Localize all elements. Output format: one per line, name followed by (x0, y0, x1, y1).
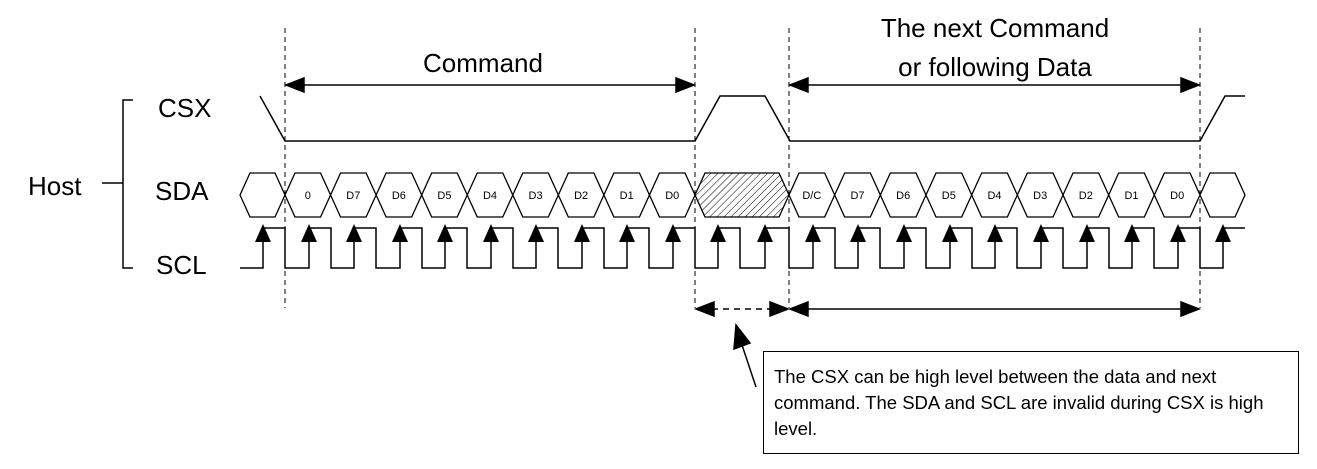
sda-command-bit-6-label: D2 (574, 190, 588, 202)
sda-command-bit-5-label: D3 (529, 190, 543, 202)
scl-rising-edge-arrow (346, 224, 362, 242)
next-title-line2: or following Data (898, 52, 1092, 82)
sda-next-bit-1-label: D7 (850, 190, 864, 202)
scl-rising-edge-arrow (987, 224, 1003, 242)
sda-next-bit-6-label: D2 (1079, 190, 1093, 202)
next-arrowhead-right (1180, 76, 1202, 94)
csx-label: CSX (158, 93, 211, 123)
scl-rising-edge-arrow (896, 224, 912, 242)
sda-next-bit-8-label: D0 (1170, 190, 1184, 202)
csx-waveform (259, 95, 1245, 142)
note-box: The CSX can be high level between the da… (763, 351, 1299, 454)
sda-command-bit-4-label: D4 (483, 190, 497, 202)
host-bracket (102, 99, 133, 269)
scl-rising-edge-arrow (942, 224, 958, 242)
next-arrowhead-left (787, 76, 809, 94)
gap-arrowhead-left (693, 300, 715, 318)
sda-command-bit-1-label: D7 (346, 190, 360, 202)
scl-rising-edge-arrow (1079, 224, 1095, 242)
sda-next-bit-2-label: D6 (896, 190, 910, 202)
sda-idle-cell-end (1199, 172, 1246, 218)
scl-rising-edge-arrow (574, 224, 590, 242)
next-title-line1: The next Command (881, 13, 1109, 43)
sda-command-bit-0-label: 0 (305, 190, 311, 202)
scl-rising-edge-arrow (1170, 224, 1186, 242)
host-label: Host (28, 171, 82, 201)
note-text: The CSX can be high level between the da… (774, 366, 1264, 439)
boundary-lines (284, 28, 1201, 308)
scl-rising-edge-arrow (301, 224, 317, 242)
command-arrowhead-left (283, 76, 305, 94)
scl-rising-edge-arrow (1124, 224, 1140, 242)
command-arrowhead-right (675, 76, 697, 94)
sda-command-bit-3-label: D5 (437, 190, 451, 202)
sda-command-bit-7-label: D1 (620, 190, 634, 202)
scl-waveform (240, 224, 1245, 269)
sda-label: SDA (155, 176, 209, 206)
sda-command-bit-8-label: D0 (665, 190, 679, 202)
scl-rising-edge-arrow (805, 224, 821, 242)
scl-rising-edge-arrow (392, 224, 408, 242)
scl-rising-edge-arrow (483, 224, 499, 242)
scl-rising-edge-arrow (1033, 224, 1049, 242)
sda-next-bit-7-label: D1 (1124, 190, 1138, 202)
scl-rising-edge-arrow (528, 224, 544, 242)
scl-rising-edge-arrow (255, 224, 271, 242)
scl-rising-edge-arrow (619, 224, 635, 242)
sda-next-bit-4-label: D4 (987, 190, 1001, 202)
scl-rising-edge-arrow (1215, 224, 1231, 242)
sda-idle-cell-start (239, 172, 286, 218)
span-arrows (283, 76, 1202, 318)
scl-rising-edge-arrow (437, 224, 453, 242)
sda-next-bit-3-label: D5 (942, 190, 956, 202)
bottom-next-arrowhead-left (787, 300, 809, 318)
scl-rising-edge-arrow (665, 224, 681, 242)
scl-clock-line (240, 227, 1245, 269)
sda-waveform: 0 D7 D6 D5 D4 D3 D2 D1 D0 D/C D7 D6 D5 D4 D3 D2 D1 D0 (239, 172, 1246, 218)
bottom-next-arrowhead-right (1180, 300, 1202, 318)
gap-arrowhead-right (769, 300, 791, 318)
sda-next-bit-5-label: D3 (1033, 190, 1047, 202)
command-title: Command (423, 48, 543, 78)
sda-command-bit-2-label: D6 (392, 190, 406, 202)
scl-rising-edge-arrow (757, 224, 773, 242)
sda-invalid-cell (694, 172, 790, 218)
scl-rising-edge-arrow (710, 224, 726, 242)
note-pointer-arrow (733, 323, 757, 388)
scl-rising-edge-arrow (850, 224, 866, 242)
sda-next-bit-0-label: D/C (802, 190, 821, 202)
scl-label: SCL (156, 250, 207, 280)
